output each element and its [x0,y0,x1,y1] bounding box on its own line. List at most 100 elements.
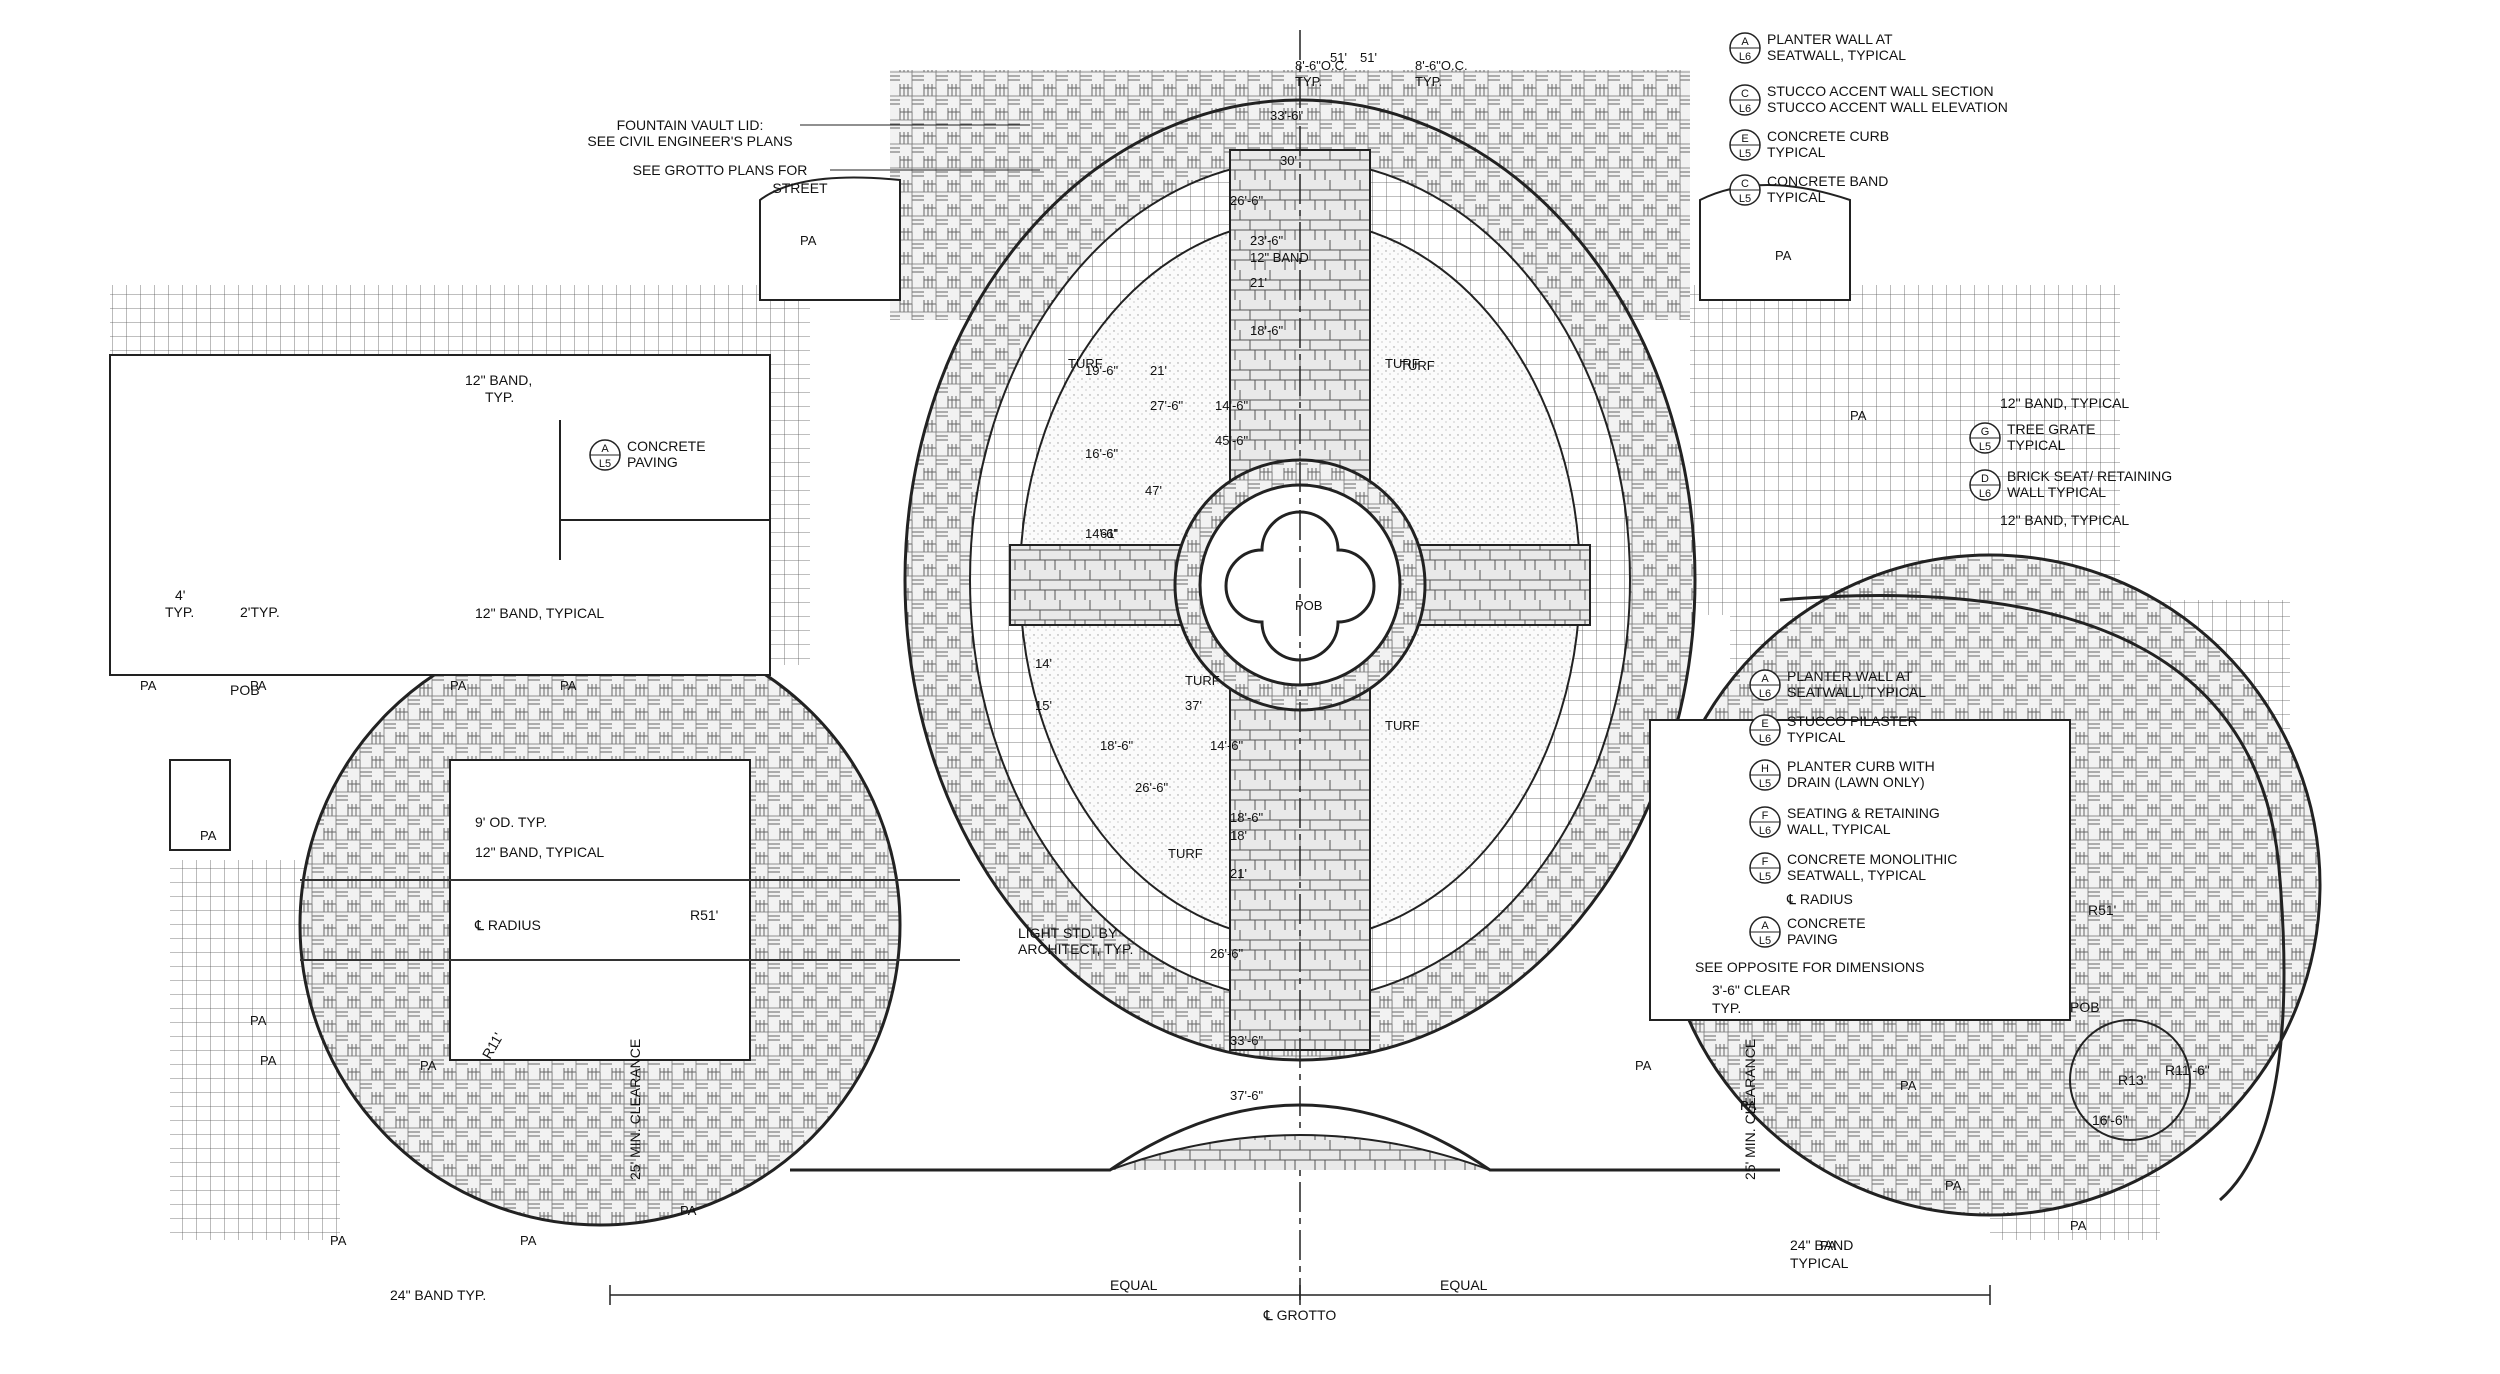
see-opposite-label: SEE OPPOSITE FOR DIMENSIONS [1695,959,1924,975]
dimension-label: 51' [1360,50,1377,65]
dimension-label: 51' [1330,50,1347,65]
legend-line2: TYPICAL [1787,729,1846,745]
band-typ-label: TYP. [485,389,514,405]
legend-line1: CONCRETE [1787,915,1866,931]
dim-4-label: 4' [175,587,185,603]
tag-bottom: L5 [599,458,611,470]
planting-area-tag: PA [680,1203,697,1218]
dimension-label: 37' [1185,698,1202,713]
legend-item: G L5 TREE GRATE TYPICAL [1969,421,2095,454]
grotto-centerline: ℄ GROTTO [1263,1307,1337,1323]
legend-line1: PLANTER WALL AT [1767,31,1893,47]
tag-top: A [1741,36,1749,48]
planting-area-tag: PA [260,1053,277,1068]
right-labels: 3'-6" CLEAR TYP. R51' POB R13' R11'-6" 1… [1712,902,2210,1180]
legend-line1: STUCCO ACCENT WALL SECTION [1767,83,1994,99]
dimension-label: 14'-6" [1085,526,1119,541]
legend-line1: SEATING & RETAINING [1787,805,1940,821]
turf-label: TURF [1385,356,1420,371]
planting-area-tag: PA [200,828,217,843]
tag-top: E [1741,133,1748,145]
legend-item: A L6 PLANTER WALL AT SEATWALL, TYPICAL [1749,668,1926,701]
dimension-label: 14'-6" [1215,398,1249,413]
planting-area-tag: PA [250,678,267,693]
legend-right-lower: A L6 PLANTER WALL AT SEATWALL, TYPICAL E… [1695,668,1957,975]
dimension-label: TYP. [1415,74,1442,89]
tag-bottom: L5 [1739,193,1751,205]
tag-top: A [1761,673,1769,685]
dimension-label: 23'-6" [1250,233,1284,248]
dimension-label: 45'-6" [1215,433,1249,448]
clearance-left: 25' MIN. CLEARANCE [627,1039,643,1180]
callout-civil-plans: SEE CIVIL ENGINEER'S PLANS [587,133,792,149]
planting-area-tag: PA [1740,1098,1757,1113]
legend-line2: WALL TYPICAL [2007,484,2106,500]
legend-line2: SEATWALL, TYPICAL [1767,47,1906,63]
legend-line1: TREE GRATE [2007,421,2095,437]
legend-line2: DRAIN (LAWN ONLY) [1787,774,1925,790]
turf-label: TURF [1068,356,1103,371]
tag-bottom: L5 [1759,871,1771,883]
dimension-label: 47' [1145,483,1162,498]
tag-bottom: L6 [1739,103,1751,115]
planting-area-tag: PA [2070,1218,2087,1233]
bottom-labels: EQUAL EQUAL ℄ GROTTO 24" BAND TYPICAL [1110,1237,1853,1323]
legend-line2: PAVING [1787,931,1838,947]
tag-bottom: L6 [1759,825,1771,837]
tag-top: C [1741,88,1749,100]
planting-area-tag: PA [450,678,467,693]
right-circular-court [1649,553,2322,1217]
tag-bottom: L5 [1739,148,1751,160]
legend-line2: WALL, TYPICAL [1787,821,1891,837]
left-circular-court [298,623,960,1227]
planting-area-tag: PA [1635,1058,1652,1073]
turf-label: TURF [1185,673,1220,688]
dimension-label: 33'-6" [1230,1033,1264,1048]
planting-area-tag: PA [1945,1178,1962,1193]
dimension-label: 21' [1250,275,1267,290]
dimension-label: 14' [1035,656,1052,671]
dimension-label: 61' [1100,526,1117,541]
dimension-label: 26'-6" [1210,946,1244,961]
tag-bottom: L5 [1759,935,1771,947]
pob-right: POB [2070,999,2100,1015]
tag-bottom: L6 [1759,688,1771,700]
legend-line1: PLANTER WALL AT [1787,668,1913,684]
dimension-label: 15' [1035,698,1052,713]
dimension-label: 12" BAND [1250,250,1309,265]
callout-fountain-vault: FOUNTAIN VAULT LID: [617,117,764,133]
planting-area-tag: PA [1850,408,1867,423]
top-callouts: FOUNTAIN VAULT LID: SEE CIVIL ENGINEER'S… [587,117,1040,196]
tag-top: C [1741,178,1749,190]
radius-label: ℄ RADIUS [1786,891,1853,907]
planting-area-tag: PA [330,1233,347,1248]
legend-line1: BRICK SEAT/ RETAINING [2007,468,2172,484]
typ-label: TYP. [165,604,194,620]
band-label: 12" BAND, [465,372,532,388]
legend-item: C L5 CONCRETE BAND TYPICAL [1729,173,1888,206]
band-typical-label-2: 12" BAND, TYPICAL [2000,512,2129,528]
tag-bottom: L6 [1759,733,1771,745]
dimension-label: 37'-6" [1230,1088,1264,1103]
dimension-label: TURF [1400,358,1435,373]
tag-top: F [1762,856,1769,868]
dimension-label: 19'-6" [1085,363,1119,378]
legend-line2: TYPICAL [1767,144,1826,160]
legend-line1: PLANTER CURB WITH [1787,758,1935,774]
legend-right-mid: 12" BAND, TYPICAL G L5 TREE GRATE TYPICA… [1969,395,2172,528]
tag-top: H [1761,763,1769,775]
tag-bottom: L6 [1739,51,1751,63]
turf-label: TURF [1168,846,1203,861]
dimension-label: 27'-6" [1150,398,1184,413]
concrete-label: CONCRETE [627,438,706,454]
tag-bottom: L6 [1979,488,1991,500]
dim-16-6-right: 16'-6" [2092,1112,2128,1128]
tag-bottom: L5 [1979,441,1991,453]
equal-left: EQUAL [1110,1277,1158,1293]
dimension-label: 18' [1230,828,1247,843]
dimension-label: 26'-6" [1135,780,1169,795]
equal-right: EQUAL [1440,1277,1488,1293]
band-typical-left-2: 12" BAND, TYPICAL [475,844,604,860]
band-typical-left: 12" BAND, TYPICAL [475,605,604,621]
tag-top: G [1981,426,1990,438]
